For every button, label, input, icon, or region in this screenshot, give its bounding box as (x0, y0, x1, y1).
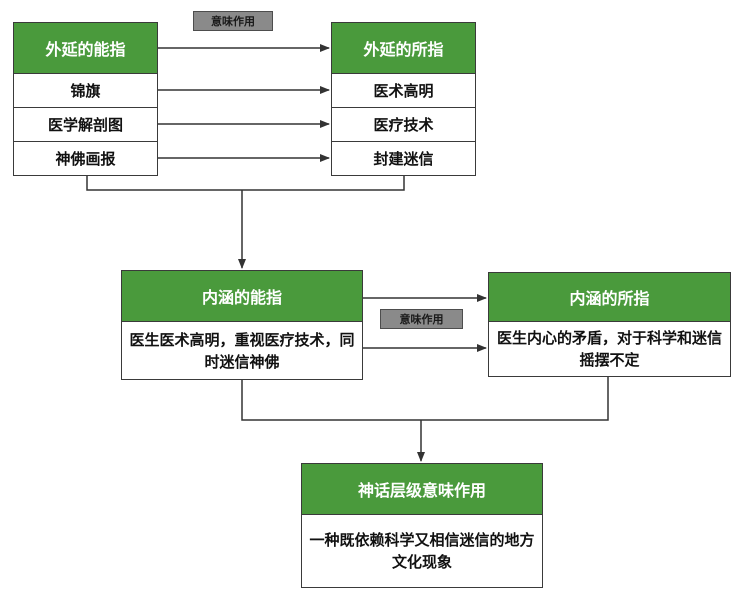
merge-top (86, 175, 405, 191)
merge-mid (241, 376, 609, 421)
left-item-1: 锦旗 (13, 73, 158, 108)
right-item-1: 医术高明 (331, 73, 476, 108)
denotative-signifier-header: 外延的能指 (13, 22, 158, 74)
meaning-function-tag-middle: 意味作用 (380, 309, 463, 329)
connotative-signifier-header: 内涵的能指 (121, 270, 363, 322)
denotative-signified-header: 外延的所指 (331, 22, 476, 74)
connotative-signifier-text: 医生医术高明，重视医疗技术，同时迷信神佛 (121, 321, 363, 380)
myth-level-header: 神话层级意味作用 (301, 463, 543, 515)
left-item-2: 医学解剖图 (13, 107, 158, 142)
left-item-3: 神佛画报 (13, 141, 158, 176)
right-item-2: 医疗技术 (331, 107, 476, 142)
connotative-signified-header: 内涵的所指 (488, 272, 731, 322)
meaning-function-tag-top: 意味作用 (193, 11, 273, 31)
right-item-3: 封建迷信 (331, 141, 476, 176)
myth-level-text: 一种既依赖科学又相信迷信的地方文化现象 (301, 514, 543, 588)
connotative-signified-text: 医生内心的矛盾，对于科学和迷信摇摆不定 (488, 321, 731, 377)
